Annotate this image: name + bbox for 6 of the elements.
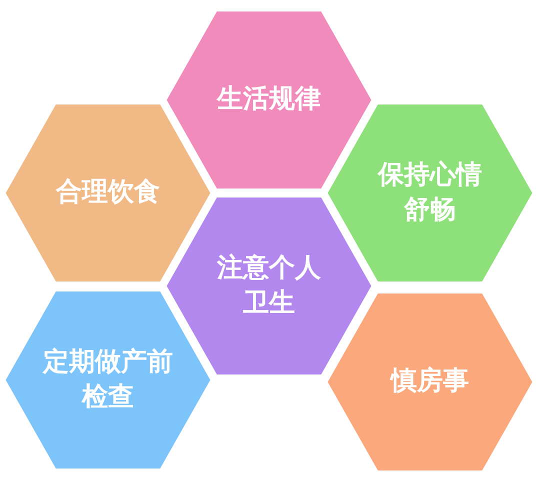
hexagon-label: 合理饮食	[54, 176, 161, 210]
hexagon-label: 定期做产前检查	[42, 346, 174, 414]
hexagon-label: 慎房事	[388, 365, 470, 398]
hexagon-label: 注意个人卫生	[216, 252, 322, 320]
hexagon-label: 生活规律	[216, 83, 322, 116]
hexagon-label: 保持心情舒畅	[376, 158, 483, 227]
